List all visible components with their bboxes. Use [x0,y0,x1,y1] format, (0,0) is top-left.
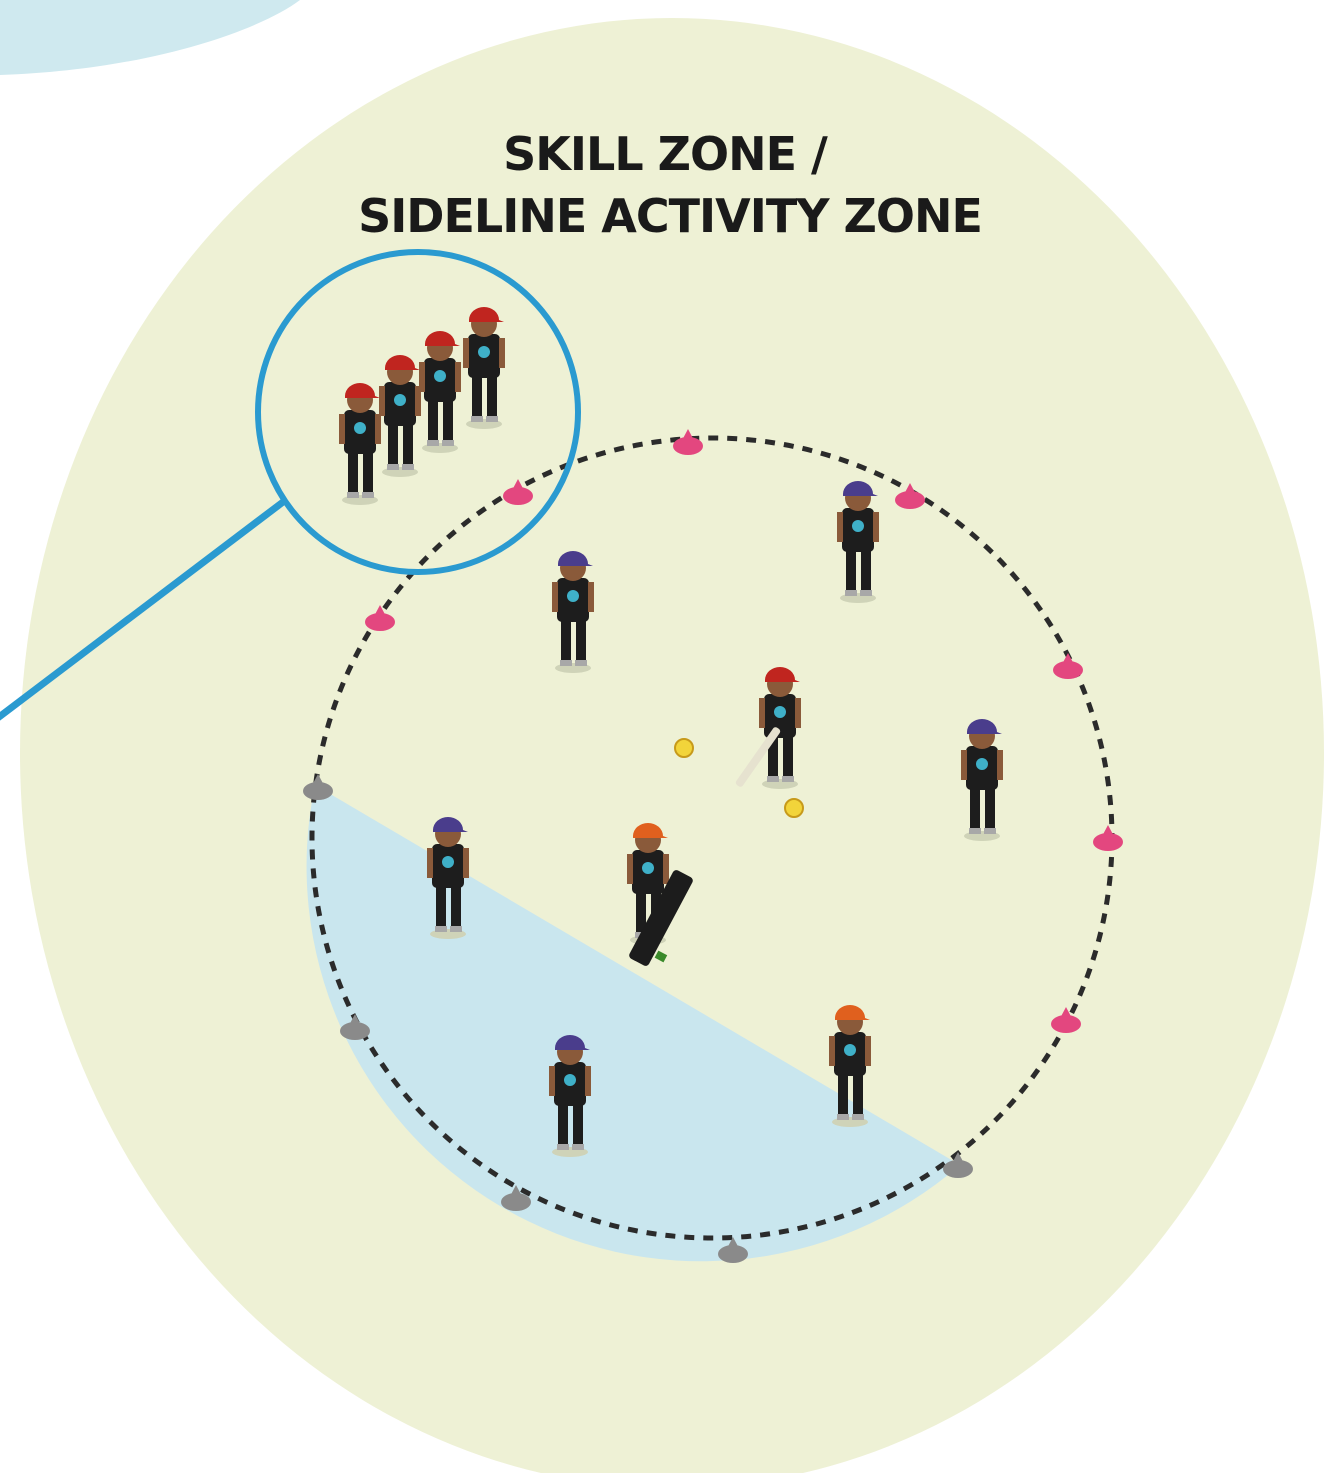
zone-title-line-2: SIDELINE ACTIVITY ZONE [358,189,982,243]
ball-icon [785,799,803,817]
top-left-bubble [0,0,300,75]
ball-icon [675,739,693,757]
zone-title-line-1: SKILL ZONE / [503,127,828,181]
